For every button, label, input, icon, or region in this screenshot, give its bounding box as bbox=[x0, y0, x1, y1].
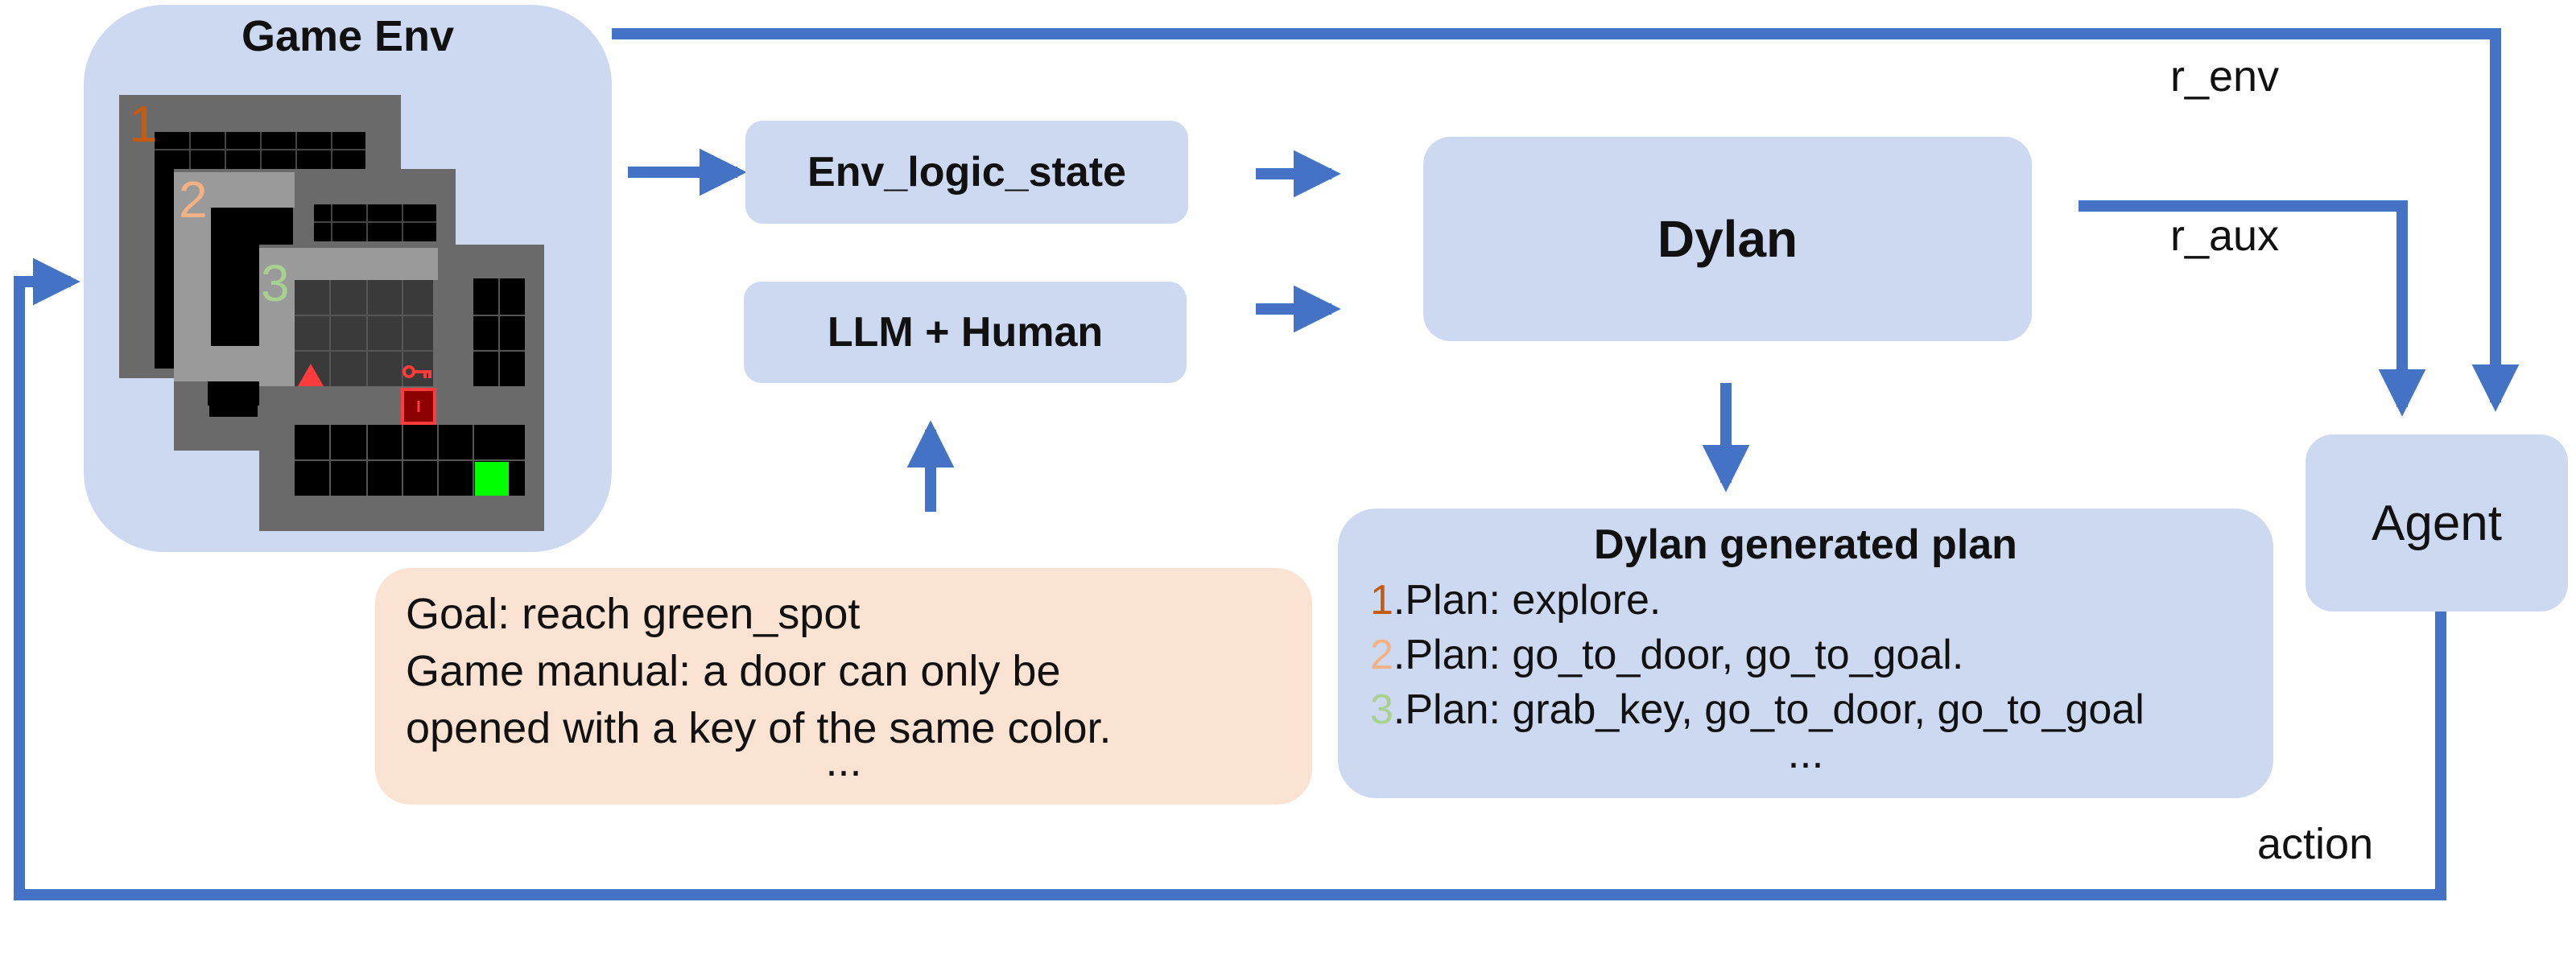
dylan-box: Dylan bbox=[1423, 137, 2032, 341]
goal-square-icon bbox=[475, 462, 509, 496]
agent-box: Agent bbox=[2306, 435, 2568, 612]
action-label: action bbox=[2257, 820, 2374, 868]
plan-item-1: 1.Plan: explore. bbox=[1370, 573, 2241, 628]
llm-human-box: LLM + Human bbox=[744, 282, 1187, 383]
agent-label: Agent bbox=[2371, 495, 2503, 551]
r-aux-label: r_aux bbox=[2170, 212, 2280, 260]
dylan-plan-box: Dylan generated plan 1.Plan: explore. 2.… bbox=[1338, 509, 2273, 798]
plan-item-2: 2.Plan: go_to_door, go_to_goal. bbox=[1370, 628, 2241, 682]
frame-number-1: 1 bbox=[129, 95, 158, 153]
game-frame-3 bbox=[259, 245, 544, 531]
agent-triangle-icon bbox=[298, 364, 324, 386]
door-icon bbox=[401, 388, 436, 425]
plan-ellipsis: ... bbox=[1787, 729, 1824, 777]
plan-title: Dylan generated plan bbox=[1594, 521, 2017, 568]
game-env-title: Game Env bbox=[241, 12, 455, 60]
env-logic-state-box: Env_logic_state bbox=[745, 121, 1188, 224]
plan-number-3: 3 bbox=[1370, 686, 1393, 733]
manual-line-1: Game manual: a door can only be bbox=[406, 647, 1061, 695]
plan-item-3: 3.Plan: grab_key, go_to_door, go_to_goal bbox=[1370, 682, 2241, 737]
goal-ellipsis: ... bbox=[825, 737, 862, 785]
r-env-arrow bbox=[612, 28, 2520, 412]
r-env-label: r_env bbox=[2170, 52, 2280, 101]
plan-text-1: .Plan: explore. bbox=[1393, 577, 1662, 624]
plan-number-1: 1 bbox=[1370, 577, 1393, 624]
key-icon bbox=[402, 365, 431, 378]
llm-human-label: LLM + Human bbox=[827, 309, 1104, 356]
frame-number-2: 2 bbox=[179, 171, 208, 229]
goal-manual-box: Goal: reach green_spot Game manual: a do… bbox=[375, 568, 1312, 805]
manual-line-2: opened with a key of the same color. bbox=[406, 704, 1112, 752]
frame-number-3: 3 bbox=[261, 254, 290, 312]
action-arrow bbox=[14, 257, 2446, 900]
goal-line: Goal: reach green_spot bbox=[406, 590, 861, 638]
dylan-label: Dylan bbox=[1657, 210, 1798, 268]
plan-number-2: 2 bbox=[1370, 632, 1393, 678]
env-logic-state-label: Env_logic_state bbox=[807, 149, 1126, 196]
plan-text-2: .Plan: go_to_door, go_to_goal. bbox=[1393, 632, 1964, 678]
r-aux-arrow bbox=[2079, 200, 2426, 417]
plan-text-3: .Plan: grab_key, go_to_door, go_to_goal bbox=[1393, 686, 2145, 733]
